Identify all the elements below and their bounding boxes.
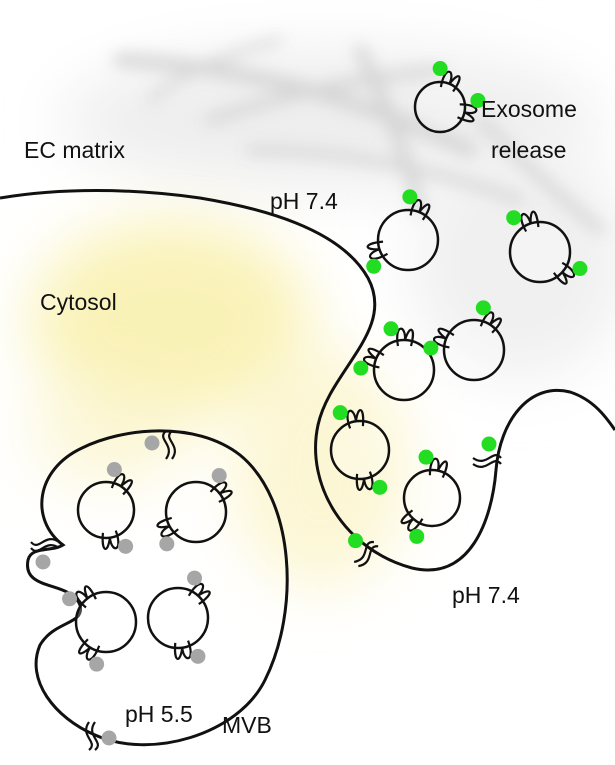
mvb-protein-3 bbox=[85, 721, 117, 751]
marker-active-dot bbox=[366, 258, 382, 274]
marker-active-dot bbox=[402, 189, 418, 205]
released-exosome bbox=[413, 61, 486, 134]
ec-matrix-label: EC matrix bbox=[24, 137, 125, 163]
ilv-4-protein bbox=[173, 640, 192, 660]
marker-active-dot bbox=[481, 436, 497, 452]
exosome-5 bbox=[329, 405, 391, 495]
ph-label-mvb: pH 5.5 bbox=[125, 701, 193, 727]
marker-active-dot bbox=[332, 405, 348, 421]
marker-active-dot bbox=[383, 321, 399, 337]
cytosol-label: Cytosol bbox=[40, 289, 117, 315]
ilv-4 bbox=[146, 570, 211, 664]
exosome-1-protein bbox=[409, 198, 431, 221]
mvb-protein-2 bbox=[30, 538, 60, 570]
marker-active-dot bbox=[470, 92, 486, 108]
exosome-4-protein bbox=[479, 311, 502, 334]
released-exosome-membrane bbox=[413, 80, 467, 134]
exosome-2-protein bbox=[520, 210, 540, 233]
ilv-1-protein bbox=[101, 530, 120, 550]
released-exosome-protein bbox=[457, 103, 478, 123]
exosome-2-membrane bbox=[508, 220, 572, 284]
exosome-3-membrane bbox=[372, 338, 436, 402]
pm-protein-2 bbox=[348, 533, 379, 568]
exosome-1-protein bbox=[366, 240, 389, 260]
mvb-protein-1-protein bbox=[162, 430, 176, 460]
ilv-1-membrane bbox=[76, 480, 136, 540]
cytosol-glow bbox=[30, 220, 410, 590]
marker-active-dot bbox=[432, 61, 448, 77]
exosome-5-membrane bbox=[329, 419, 391, 481]
marker-active-dot bbox=[372, 479, 388, 495]
mvb-protein-2-protein bbox=[30, 538, 60, 552]
marker-inactive-dot bbox=[101, 730, 117, 746]
ilv-1-protein bbox=[110, 473, 133, 496]
exosome-6-protein bbox=[400, 509, 424, 532]
exosome-3-protein bbox=[396, 327, 414, 347]
marker-inactive-dot bbox=[35, 554, 51, 570]
ilv-3 bbox=[62, 585, 138, 672]
plasma-membrane bbox=[0, 189, 615, 572]
exosome-6 bbox=[400, 449, 462, 544]
exosome-5-protein bbox=[355, 471, 374, 491]
marker-inactive-dot bbox=[190, 648, 206, 664]
mvb-protein-3-protein bbox=[85, 721, 99, 751]
exosome-2-protein bbox=[552, 261, 576, 285]
marker-inactive-dot bbox=[118, 538, 134, 554]
ilv-3-protein bbox=[75, 585, 97, 609]
marker-active-dot bbox=[475, 300, 491, 316]
exosome-release-label-line2: release bbox=[491, 137, 567, 163]
pm-protein-1 bbox=[472, 436, 502, 468]
marker-inactive-dot bbox=[144, 435, 160, 451]
marker-inactive-dot bbox=[89, 656, 105, 672]
marker-inactive-dot bbox=[211, 468, 227, 484]
ilv-2 bbox=[156, 468, 233, 552]
ilv-3-protein bbox=[78, 638, 101, 661]
ph-label-bottom: pH 7.4 bbox=[452, 582, 520, 608]
exosome-1-membrane bbox=[376, 208, 440, 272]
marker-active-dot bbox=[418, 449, 434, 465]
marker-active-dot bbox=[423, 340, 439, 356]
ilv-2-protein bbox=[156, 516, 179, 538]
exosome-3-protein bbox=[362, 347, 385, 369]
exosome-5-protein bbox=[346, 409, 365, 429]
marker-inactive-dot bbox=[62, 591, 78, 607]
ilv-2-protein bbox=[209, 481, 233, 503]
exosome-6-protein bbox=[428, 457, 448, 479]
exosome-2 bbox=[506, 210, 588, 285]
ilv-2-membrane bbox=[164, 480, 228, 544]
exosome-6-membrane bbox=[402, 468, 462, 528]
mvb-label: MVB bbox=[222, 712, 272, 738]
marker-active-dot bbox=[409, 528, 425, 544]
exosome-3 bbox=[353, 321, 436, 402]
marker-active-dot bbox=[353, 360, 369, 376]
marker-inactive-dot bbox=[159, 536, 175, 552]
exosome-1 bbox=[366, 189, 440, 274]
marker-active-dot bbox=[572, 261, 588, 277]
ec-matrix-haze bbox=[60, 36, 615, 380]
vesicle-layer bbox=[30, 61, 588, 751]
ilv-1 bbox=[76, 462, 136, 554]
exosome-release-label-line1: Exosome bbox=[481, 96, 577, 122]
ilv-4-protein bbox=[187, 582, 211, 606]
pm-protein-2-protein bbox=[353, 541, 379, 568]
ph-label-top: pH 7.4 bbox=[270, 188, 338, 214]
exosome-4-protein bbox=[432, 327, 455, 349]
released-exosome-protein bbox=[439, 70, 461, 93]
exosome-4-membrane bbox=[442, 318, 506, 382]
ilv-4-membrane bbox=[146, 586, 210, 650]
marker-active-dot bbox=[348, 533, 364, 549]
marker-inactive-dot bbox=[187, 570, 203, 586]
marker-active-dot bbox=[506, 210, 522, 226]
pm-protein-1-protein bbox=[472, 454, 502, 468]
mvb-protein-1 bbox=[144, 430, 176, 460]
mvb-membrane bbox=[26, 429, 289, 747]
ilv-3-membrane bbox=[74, 590, 138, 654]
marker-inactive-dot bbox=[106, 462, 122, 478]
exosome-4 bbox=[423, 300, 506, 382]
